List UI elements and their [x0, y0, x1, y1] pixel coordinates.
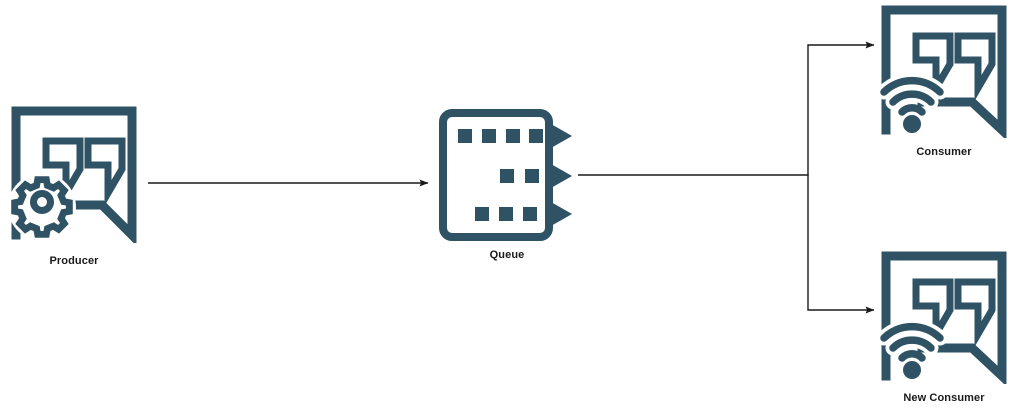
- queue-arrow-glyphs: [549, 124, 573, 226]
- node-queue-label: Queue: [489, 249, 525, 261]
- node-new-consumer-label: New Consumer: [903, 392, 985, 404]
- speech-bubble-gear-icon: [8, 106, 137, 243]
- node-producer-label: Producer: [49, 255, 99, 267]
- edge-fanout-to-new-consumer: [807, 175, 875, 314]
- edge-fanout-to-consumer: [807, 41, 875, 175]
- node-producer[interactable]: Producer: [8, 103, 140, 268]
- queue-icon: [439, 109, 573, 241]
- node-new-consumer[interactable]: New Consumer: [878, 248, 1010, 408]
- wifi-icon: [878, 319, 948, 379]
- wifi-icon: [878, 73, 948, 133]
- node-consumer[interactable]: Consumer: [878, 2, 1010, 162]
- node-queue[interactable]: Queue: [437, 107, 577, 267]
- speech-bubble-wifi-icon: [878, 5, 1007, 138]
- node-consumer-label: Consumer: [916, 146, 972, 158]
- speech-bubble-wifi-icon: [878, 251, 1007, 384]
